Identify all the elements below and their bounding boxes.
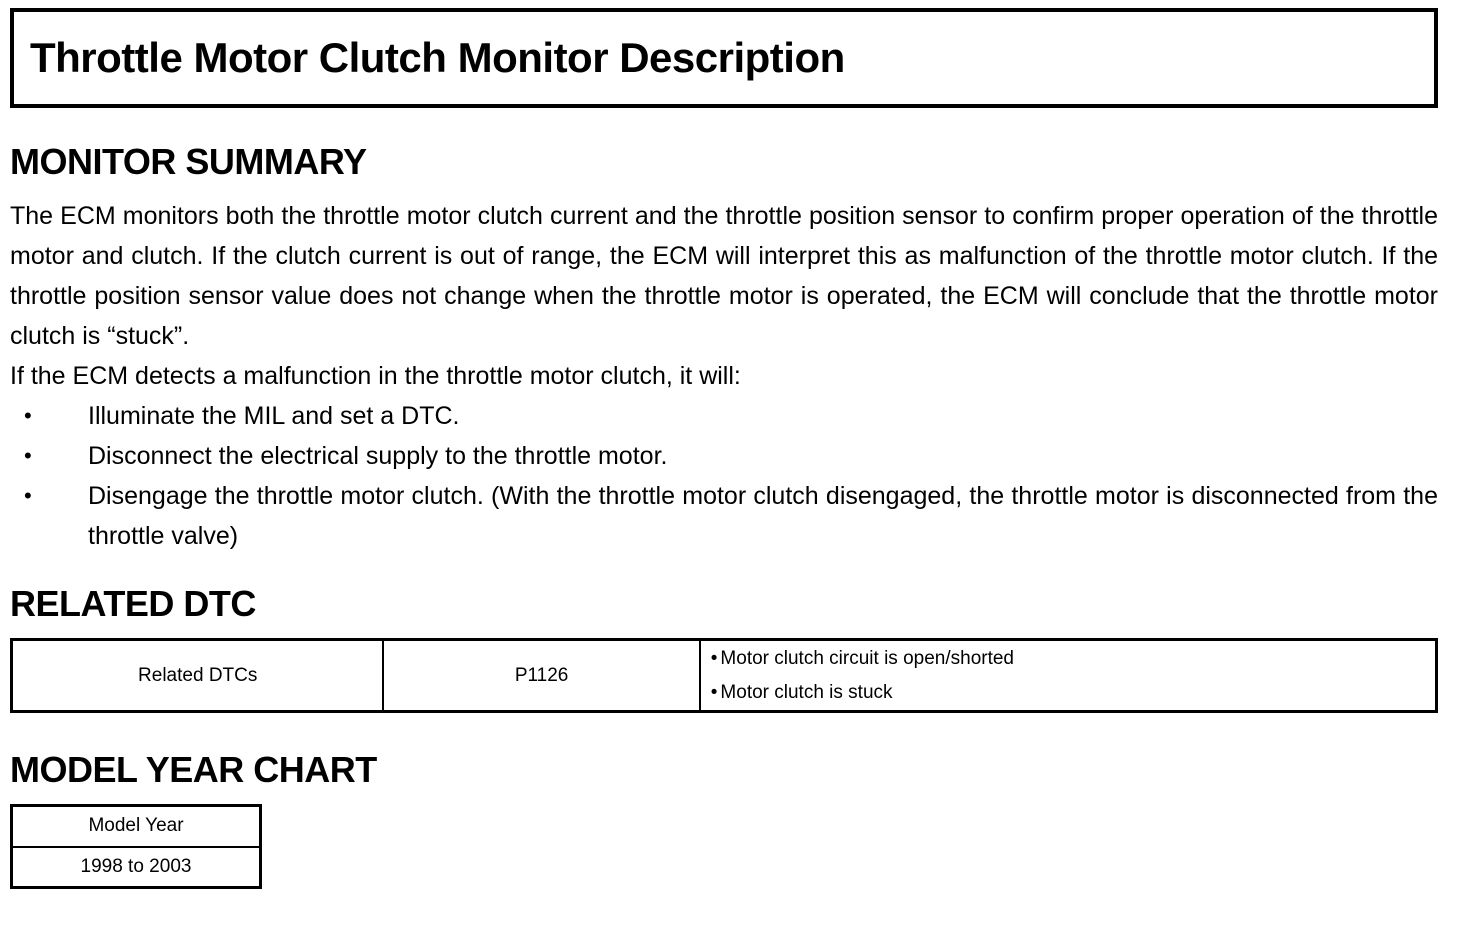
title-box: Throttle Motor Clutch Monitor Descriptio… bbox=[10, 8, 1438, 108]
bullet-item: Illuminate the MIL and set a DTC. bbox=[10, 396, 1438, 436]
model-year-table: Model Year 1998 to 2003 bbox=[10, 804, 262, 889]
bullet-item: Disconnect the electrical supply to the … bbox=[10, 436, 1438, 476]
model-year-value-cell: 1998 to 2003 bbox=[10, 845, 262, 889]
document-page: Throttle Motor Clutch Monitor Descriptio… bbox=[10, 8, 1438, 889]
model-year-chart-heading: MODEL YEAR CHART bbox=[10, 749, 377, 790]
dtc-description-item: Motor clutch is stuck bbox=[711, 676, 1435, 710]
table-row: Related DTCs P1126 Motor clutch circuit … bbox=[10, 638, 1438, 713]
model-year-header-cell: Model Year bbox=[10, 804, 262, 848]
table-row: Model Year bbox=[10, 804, 262, 848]
related-dtc-table: Related DTCs P1126 Motor clutch circuit … bbox=[10, 638, 1438, 713]
dtc-description-item: Motor clutch circuit is open/shorted bbox=[711, 642, 1435, 676]
related-dtc-heading: RELATED DTC bbox=[10, 583, 256, 624]
monitor-summary-heading: MONITOR SUMMARY bbox=[10, 141, 367, 182]
monitor-summary-intro: If the ECM detects a malfunction in the … bbox=[10, 362, 741, 390]
table-row: 1998 to 2003 bbox=[10, 845, 262, 889]
monitor-summary-bullet-list: Illuminate the MIL and set a DTC. Discon… bbox=[10, 396, 1438, 556]
related-dtc-description-cell: Motor clutch circuit is open/shorted Mot… bbox=[698, 638, 1438, 713]
related-dtc-code-cell: P1126 bbox=[382, 638, 701, 713]
page-title: Throttle Motor Clutch Monitor Descriptio… bbox=[30, 34, 845, 81]
related-dtc-label-cell: Related DTCs bbox=[10, 638, 385, 713]
monitor-summary-paragraph: The ECM monitors both the throttle motor… bbox=[10, 202, 1438, 350]
bullet-item: Disengage the throttle motor clutch. (Wi… bbox=[10, 476, 1438, 556]
